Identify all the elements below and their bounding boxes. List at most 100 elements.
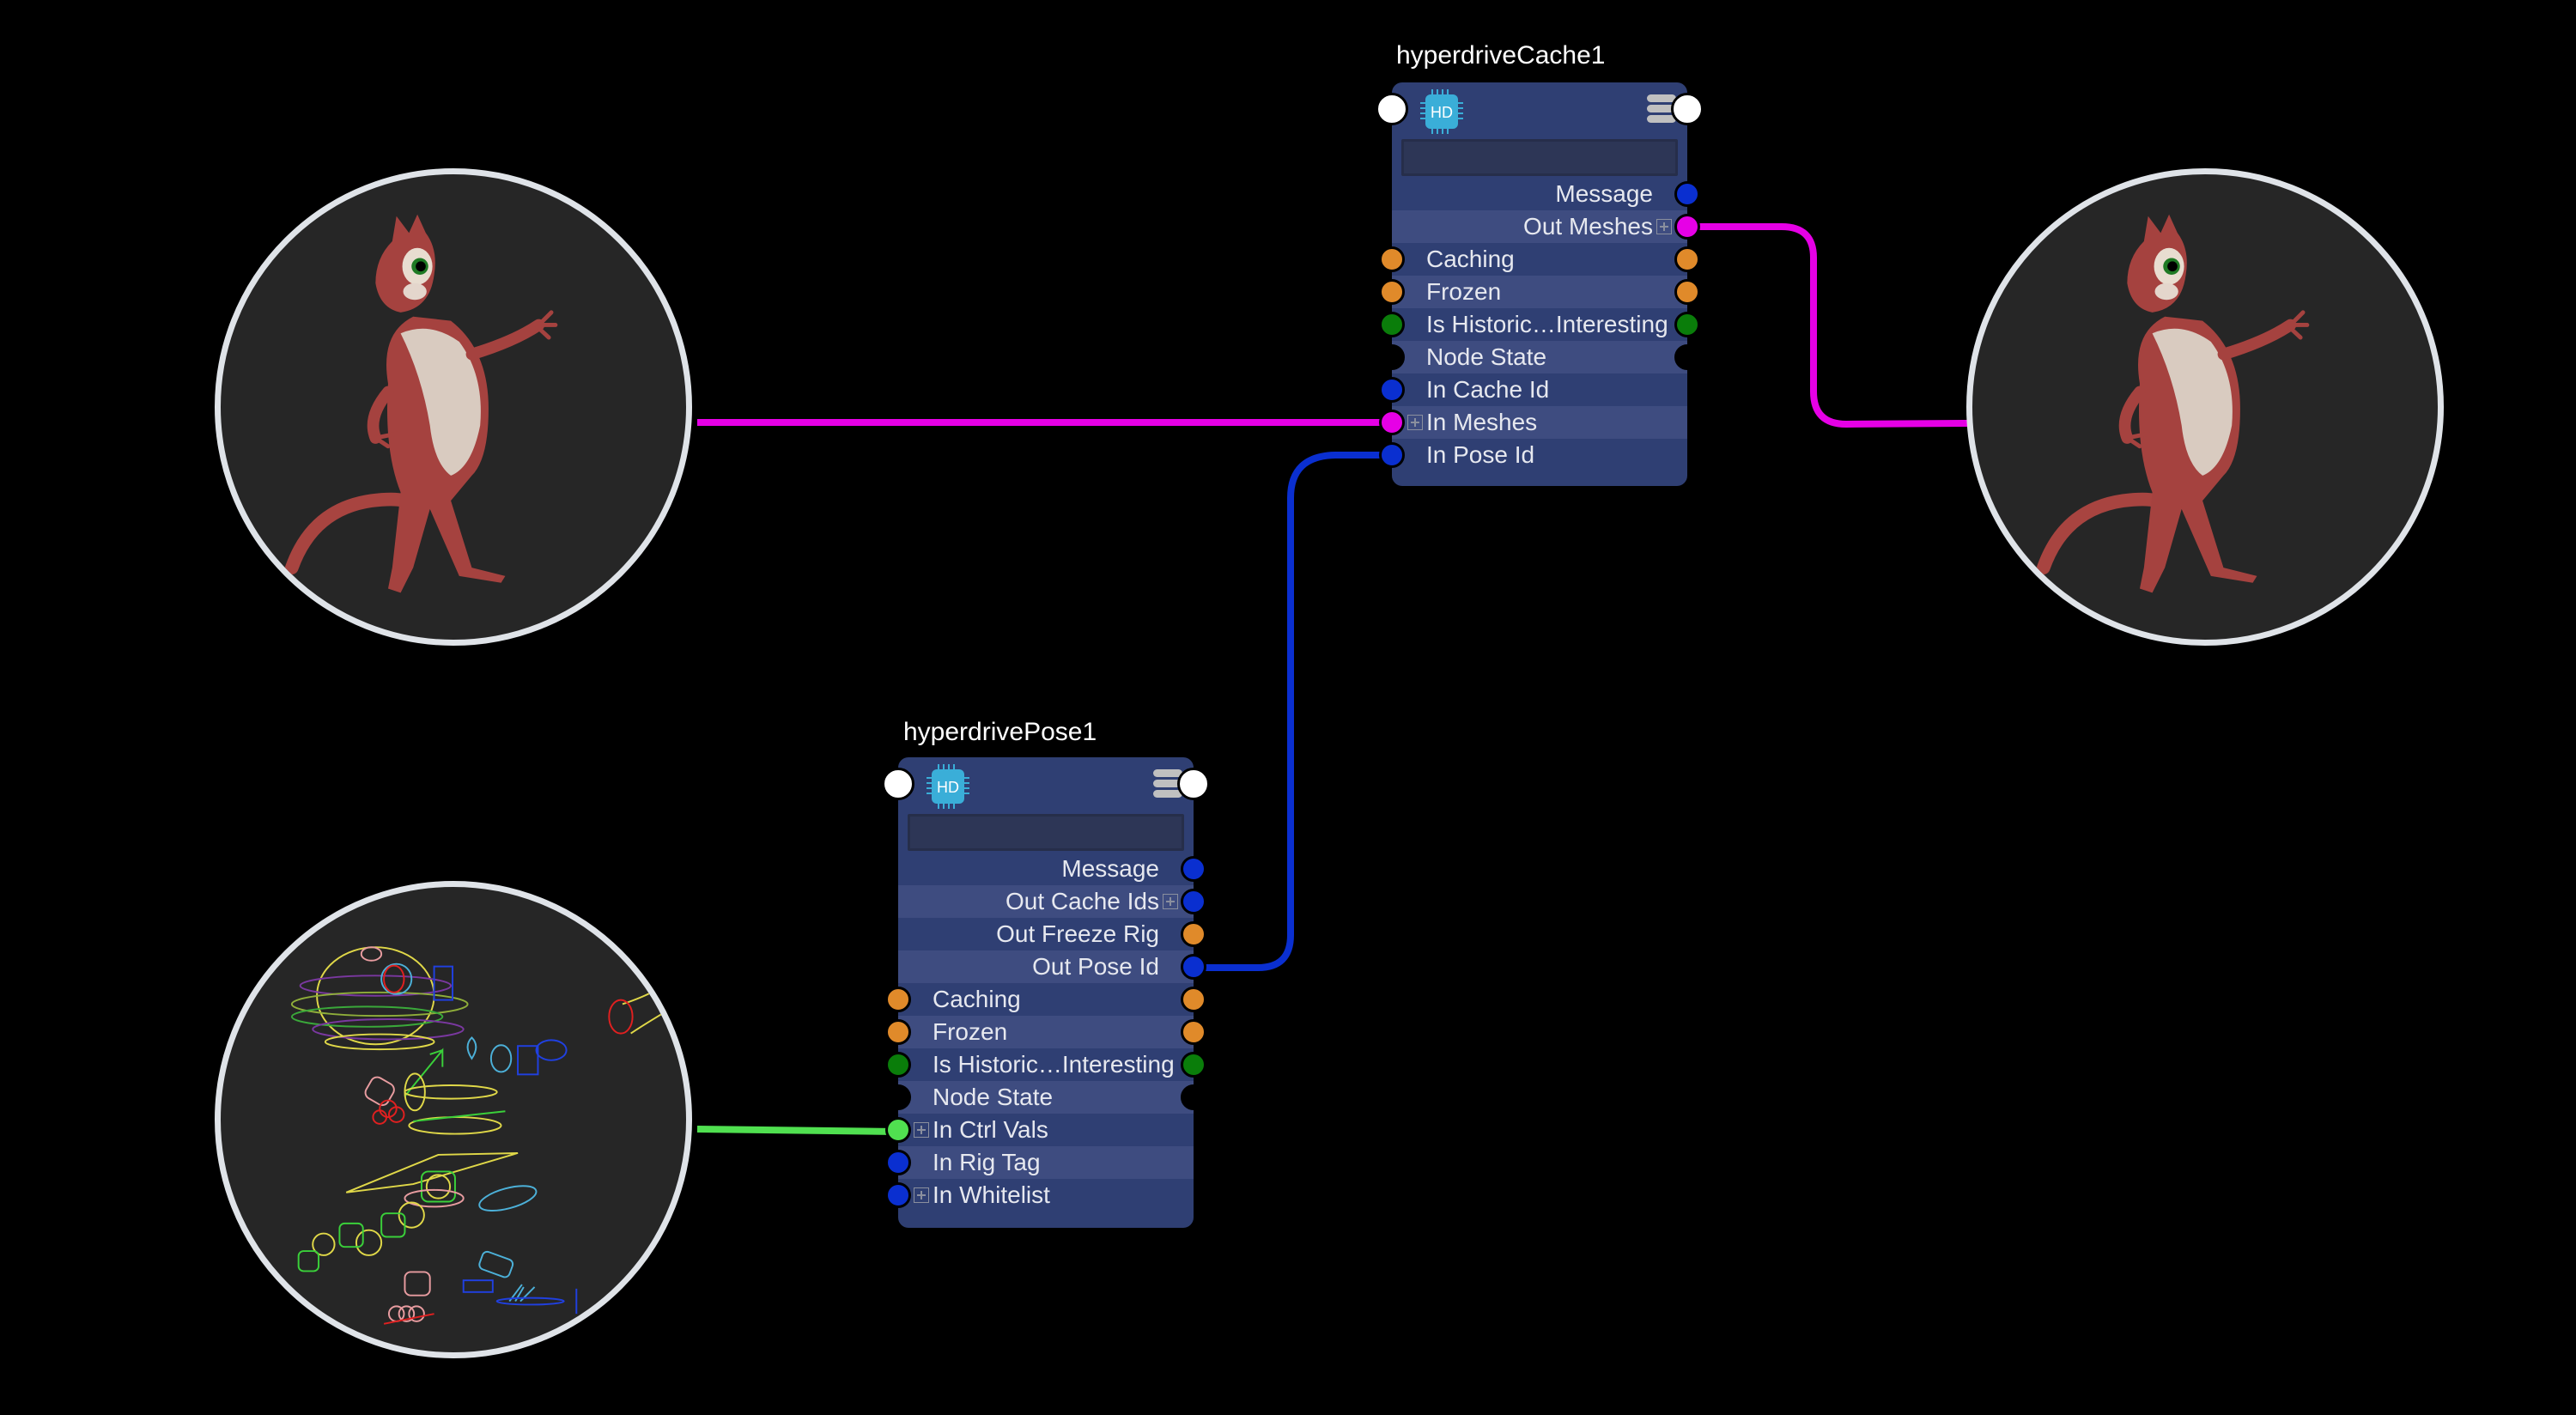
attribute-label: Frozen (933, 1018, 1008, 1045)
input-port-in-ctrl-vals[interactable] (885, 1117, 911, 1143)
input-port-in-meshes[interactable] (1379, 410, 1405, 435)
wire-cache-out-meshes-to-thumb[interactable] (1688, 223, 1969, 428)
input-port-caching[interactable] (885, 987, 911, 1012)
attribute-row-message[interactable]: Message (898, 853, 1206, 885)
attribute-label: Caching (1426, 246, 1515, 272)
attribute-row-in-whitelist[interactable]: In Whitelist (885, 1179, 1194, 1212)
squirrel-figure (285, 214, 558, 593)
attribute-row-is-historic-interesting[interactable]: Is Historic…Interesting (1379, 308, 1700, 341)
node-name-field[interactable] (908, 814, 1184, 851)
attribute-label: In Pose Id (1426, 441, 1535, 468)
attribute-row-out-freeze-rig[interactable]: Out Freeze Rig (898, 918, 1206, 950)
attribute-label: Out Cache Ids (1005, 888, 1159, 914)
output-port-out-pose-id[interactable] (1181, 954, 1206, 980)
output-port-caching[interactable] (1674, 246, 1700, 272)
attribute-row-out-cache-ids[interactable]: Out Cache Ids (898, 885, 1206, 918)
input-port-node-state[interactable] (1379, 344, 1405, 370)
expand-plus-icon[interactable] (1407, 415, 1423, 430)
expand-plus-icon[interactable] (1656, 219, 1672, 234)
hd-chip-icon: HD (927, 764, 969, 809)
attribute-row-in-pose-id[interactable]: In Pose Id (1379, 439, 1687, 471)
attribute-label: In Rig Tag (933, 1149, 1041, 1175)
output-port-is-historic-interesting[interactable] (1674, 312, 1700, 337)
output-port-out-cache-ids[interactable] (1181, 889, 1206, 914)
squirrel-figure (2037, 214, 2310, 593)
attribute-label: Is Historic…Interesting (933, 1051, 1175, 1078)
wire-pose-id-to-cache[interactable] (1194, 452, 1389, 971)
wire-ctrls-to-pose[interactable] (696, 1126, 897, 1135)
output-port-out-freeze-rig[interactable] (1181, 921, 1206, 947)
squirrel-character-image (2037, 214, 2310, 593)
rig-controls-image (290, 946, 665, 1325)
node-output-port[interactable] (1177, 768, 1210, 800)
output-port-frozen[interactable] (1181, 1019, 1206, 1045)
node-output-port[interactable] (1671, 93, 1704, 125)
attribute-label: Caching (933, 986, 1021, 1012)
output-port-frozen[interactable] (1674, 279, 1700, 305)
input-port-in-whitelist[interactable] (885, 1182, 911, 1208)
node-input-port[interactable] (1376, 93, 1408, 125)
control-curves (290, 946, 665, 1325)
attribute-label: In Whitelist (933, 1181, 1050, 1208)
attribute-row-is-historic-interesting[interactable]: Is Historic…Interesting (885, 1048, 1206, 1081)
input-port-node-state[interactable] (885, 1084, 911, 1110)
attribute-row-caching[interactable]: Caching (1379, 243, 1700, 276)
output-port-out-meshes[interactable] (1674, 214, 1700, 240)
attribute-row-caching[interactable]: Caching (885, 983, 1206, 1016)
input-port-is-historic-interesting[interactable] (885, 1052, 911, 1078)
attribute-label: In Cache Id (1426, 376, 1550, 403)
attribute-label: Out Freeze Rig (996, 920, 1159, 947)
attribute-row-in-rig-tag[interactable]: In Rig Tag (885, 1146, 1194, 1179)
attribute-label: Node State (933, 1084, 1054, 1110)
attribute-row-message[interactable]: Message (1392, 178, 1700, 210)
input-port-is-historic-interesting[interactable] (1379, 312, 1405, 337)
attribute-label: Frozen (1426, 278, 1502, 305)
node-name-field[interactable] (1401, 139, 1678, 176)
attribute-row-frozen[interactable]: Frozen (1379, 276, 1700, 308)
output-port-is-historic-interesting[interactable] (1181, 1052, 1206, 1078)
attribute-label: Node State (1426, 343, 1547, 370)
attribute-row-in-meshes[interactable]: In Meshes (1379, 406, 1687, 439)
output-port-message[interactable] (1181, 856, 1206, 882)
hd-chip-icon: HD (1420, 89, 1463, 134)
output-port-node-state[interactable] (1674, 344, 1700, 370)
output-port-caching[interactable] (1181, 987, 1206, 1012)
node-header[interactable]: HD (882, 757, 1210, 809)
attribute-label: In Ctrl Vals (933, 1116, 1048, 1143)
character-mesh-thumbnail[interactable] (215, 168, 692, 646)
node-menu-icon[interactable] (1153, 769, 1182, 799)
input-port-frozen[interactable] (1379, 279, 1405, 305)
expand-plus-icon[interactable] (914, 1122, 929, 1138)
attribute-label: Out Meshes (1523, 213, 1653, 240)
svg-text:HD: HD (937, 779, 959, 796)
output-port-message[interactable] (1674, 181, 1700, 207)
node-header[interactable]: HD (1376, 82, 1704, 134)
attribute-row-in-cache-id[interactable]: In Cache Id (1379, 373, 1687, 406)
attribute-row-frozen[interactable]: Frozen (885, 1016, 1206, 1048)
input-port-in-pose-id[interactable] (1379, 442, 1405, 468)
attribute-row-node-state[interactable]: Node State (1379, 341, 1700, 373)
pose-node-title: hyperdrivePose1 (903, 718, 1097, 746)
expand-plus-icon[interactable] (914, 1187, 929, 1203)
expand-plus-icon[interactable] (1163, 894, 1178, 909)
input-port-in-rig-tag[interactable] (885, 1150, 911, 1175)
node-menu-icon[interactable] (1647, 94, 1676, 124)
attribute-label: Message (1061, 855, 1159, 882)
attribute-row-in-ctrl-vals[interactable]: In Ctrl Vals (885, 1114, 1194, 1146)
character-mesh-thumbnail-output[interactable] (1966, 168, 2444, 646)
attribute-row-out-pose-id[interactable]: Out Pose Id (898, 950, 1206, 983)
cache-node-title: hyperdriveCache1 (1396, 41, 1606, 70)
node-input-port[interactable] (882, 768, 914, 800)
input-port-in-cache-id[interactable] (1379, 377, 1405, 403)
attribute-row-node-state[interactable]: Node State (885, 1081, 1206, 1114)
input-port-caching[interactable] (1379, 246, 1405, 272)
attribute-label: Out Pose Id (1032, 953, 1159, 980)
input-port-frozen[interactable] (885, 1019, 911, 1045)
rig-controls-thumbnail[interactable] (215, 881, 692, 1358)
svg-text:HD: HD (1431, 104, 1453, 121)
output-port-node-state[interactable] (1181, 1084, 1206, 1110)
attribute-row-out-meshes[interactable]: Out Meshes (1392, 210, 1700, 243)
